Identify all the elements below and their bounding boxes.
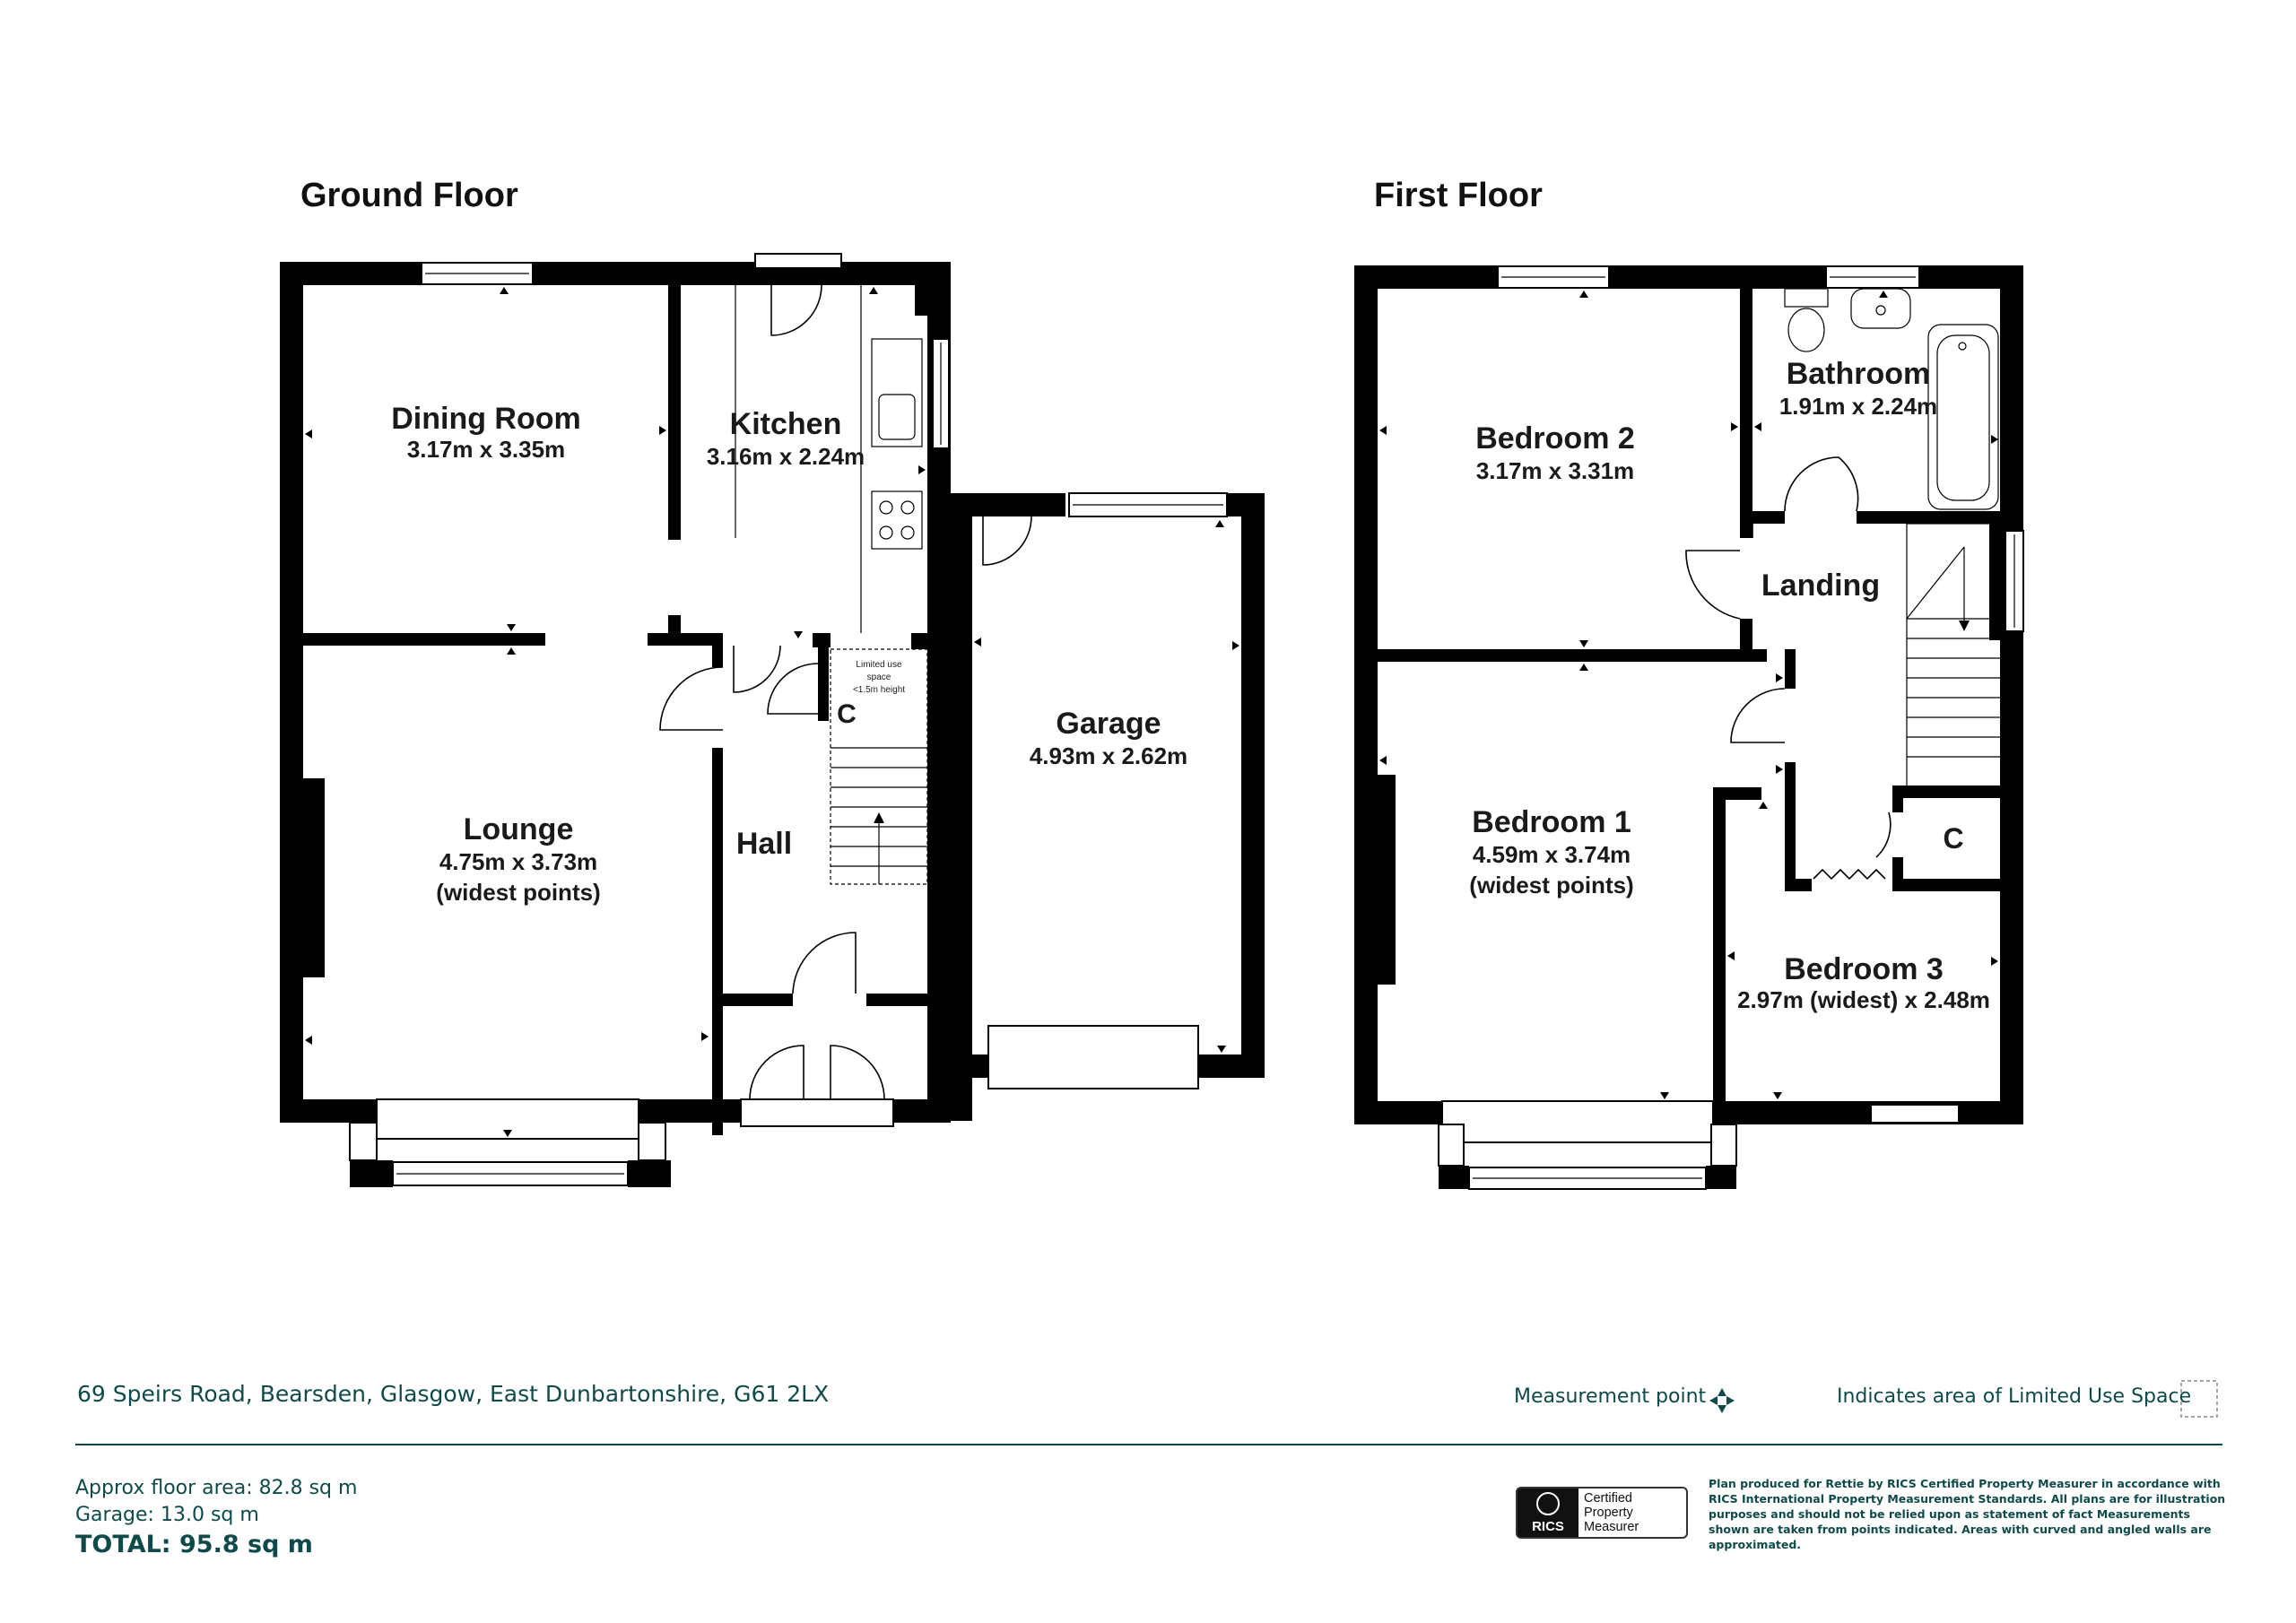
garage-dims: 4.93m x 2.62m bbox=[1030, 742, 1187, 769]
bedroom-1-name: Bedroom 1 bbox=[1472, 805, 1631, 839]
ground-measurement-points bbox=[305, 287, 1239, 1137]
dining-room-dims: 3.17m x 3.35m bbox=[407, 436, 565, 463]
rics-line-3: Measurer bbox=[1584, 1520, 1639, 1534]
first-measurement-points bbox=[1379, 291, 1998, 1099]
limited-use-note-1: Limited use bbox=[856, 660, 902, 670]
ground-floor-title: Ground Floor bbox=[300, 177, 518, 214]
garage-name: Garage bbox=[1056, 707, 1161, 741]
bedroom-1-note: (widest points) bbox=[1469, 872, 1633, 898]
rics-line-2: Property bbox=[1584, 1506, 1633, 1520]
bathroom-dims: 1.91m x 2.24m bbox=[1779, 393, 1937, 420]
ground-floor-walls bbox=[280, 262, 1265, 1187]
hall-name: Hall bbox=[736, 827, 792, 861]
bedroom-2-dims: 3.17m x 3.31m bbox=[1476, 457, 1634, 484]
rics-certified-logo: RICS Certified Property Measurer bbox=[1516, 1487, 1688, 1539]
lounge-dims: 4.75m x 3.73m bbox=[439, 848, 597, 875]
dining-room-name: Dining Room bbox=[391, 402, 581, 436]
bathroom-name: Bathroom bbox=[1787, 357, 1931, 391]
footer-divider bbox=[75, 1444, 2222, 1445]
rics-words: Certified Property Measurer bbox=[1578, 1488, 1644, 1537]
limited-use-swatch bbox=[2180, 1380, 2218, 1418]
kitchen-dims: 3.16m x 2.24m bbox=[707, 443, 865, 470]
rics-mark: RICS bbox=[1518, 1488, 1578, 1537]
ground-stairs bbox=[831, 747, 927, 884]
measurement-point-legend: Measurement point bbox=[1514, 1385, 1707, 1408]
first-floor-windows bbox=[1438, 265, 2024, 1190]
rics-line-1: Certified bbox=[1584, 1491, 1632, 1506]
landing-name: Landing bbox=[1761, 568, 1880, 603]
limited-use-note-3: <1.5m height bbox=[853, 685, 905, 695]
rics-mark-text: RICS bbox=[1532, 1518, 1564, 1534]
kitchen-name: Kitchen bbox=[730, 407, 842, 441]
limited-use-legend: Indicates area of Limited Use Space bbox=[1837, 1385, 2192, 1408]
measurement-point-icon bbox=[1709, 1388, 1735, 1413]
first-cupboard-name: C bbox=[1943, 822, 1963, 855]
garage-area: Garage: 13.0 sq m bbox=[75, 1504, 259, 1526]
ground-floor-doors bbox=[659, 284, 1032, 1100]
first-floor-doors bbox=[1685, 456, 1892, 881]
bedroom-2-name: Bedroom 2 bbox=[1475, 421, 1635, 456]
property-address: 69 Speirs Road, Bearsden, Glasgow, East … bbox=[77, 1381, 830, 1407]
lounge-name: Lounge bbox=[464, 812, 574, 846]
total-area: TOTAL: 95.8 sq m bbox=[75, 1531, 313, 1558]
first-floor-labels: Bedroom 2 3.17m x 3.31m Bathroom 1.91m x… bbox=[1469, 357, 1990, 1013]
bedroom-3-dims: 2.97m (widest) x 2.48m bbox=[1737, 986, 1990, 1013]
disclaimer-text: Plan produced for Rettie by RICS Certifi… bbox=[1709, 1477, 2226, 1551]
first-stairs bbox=[1906, 523, 2003, 792]
rics-emblem-icon bbox=[1536, 1491, 1560, 1515]
lounge-note: (widest points) bbox=[436, 879, 600, 906]
ground-floor-labels: Dining Room 3.17m x 3.35m Kitchen 3.16m … bbox=[391, 402, 1187, 906]
ground-cupboard-name: C bbox=[837, 699, 857, 729]
limited-use-note-2: space bbox=[867, 673, 891, 682]
first-floor-title: First Floor bbox=[1374, 177, 1543, 214]
first-floor-fittings bbox=[1784, 288, 2003, 792]
first-floor-walls bbox=[1354, 265, 2023, 1189]
bedroom-3-name: Bedroom 3 bbox=[1784, 952, 1944, 986]
bedroom-1-dims: 4.59m x 3.74m bbox=[1473, 841, 1631, 868]
approx-floor-area: Approx floor area: 82.8 sq m bbox=[75, 1477, 358, 1499]
ground-floor-fittings bbox=[735, 285, 928, 885]
